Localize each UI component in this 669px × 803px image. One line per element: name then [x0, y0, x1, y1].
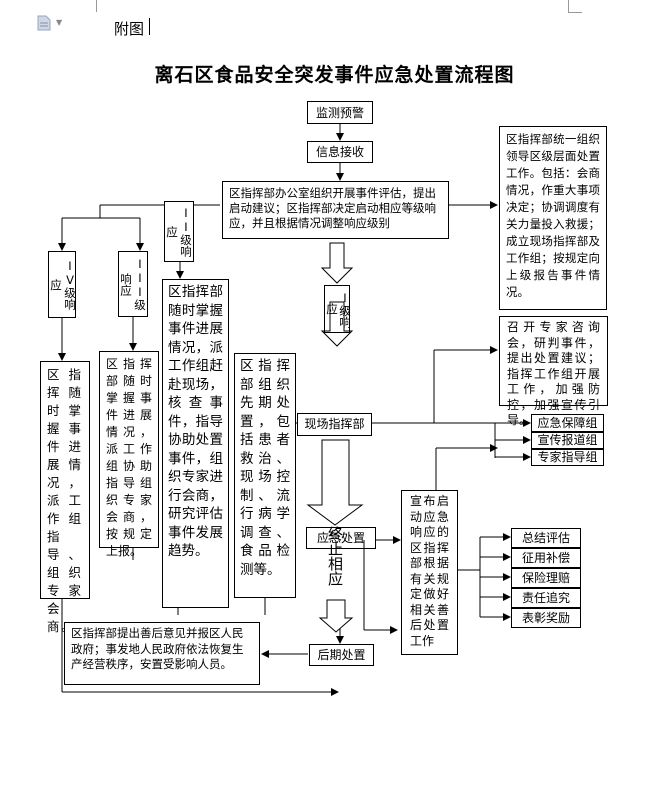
node-level4-desc: 区指挥随时掌握事件进展情况，派工作组指导、组织专家会商。: [40, 361, 90, 634]
aftermath-commendation: 表彰奖励: [511, 608, 581, 628]
text-cursor: [149, 18, 150, 35]
node-announce: 宣布启动应急响应的区指挥部根据有关规定做好相关善后处置工作: [401, 490, 458, 655]
margin-corner-left: [96, 0, 97, 12]
node-level3: III级响应: [118, 251, 148, 317]
margin-corner-right-h: [568, 12, 582, 13]
document-icon[interactable]: [37, 15, 51, 31]
aftermath-summary: 总结评估: [511, 528, 581, 548]
node-level2: II级响应: [164, 201, 194, 262]
aftermath-accountability: 责任追究: [511, 588, 581, 608]
node-level4: IV级响应: [48, 251, 77, 318]
aftermath-insurance: 保险理赔: [511, 568, 581, 588]
node-field-hq: 现场指挥部: [297, 413, 372, 436]
node-emergency-handling: 应急处置: [306, 527, 376, 549]
appendix-label: 附图: [114, 20, 145, 38]
node-office-evaluation: 区指挥部办公室组织开展事件评估，提出启动建议；区指挥部决定启动相应等级响应，并且…: [222, 181, 449, 239]
group-publicity: 宣传报道组: [531, 432, 604, 449]
node-level1-desc: 区指挥部组织先期处置，包括患者救治、现场控制、流行病学调查、食品检测等。: [234, 353, 296, 598]
node-expert-consult: 召开专家咨询会，研判事件，提出处置建议；指挥工作组开展工作，加强防控，加强宣传引…: [499, 316, 608, 427]
node-unified-command: 区指挥部统一组织领导区级层面处置工作。包括：会商情况，作重大事项决定；协调调度有…: [499, 126, 607, 310]
node-info: 信息接收: [307, 141, 373, 163]
aftermath-compensation: 征用补偿: [511, 548, 581, 568]
node-terminate: 终止相应: [326, 526, 344, 586]
page-title: 离石区食品安全突发事件应急处置流程图: [154, 64, 515, 86]
node-level3-desc: 区指挥部随时掌握事件进展情况，派工作组协助指导组织专家会商，按规定上报。: [99, 351, 159, 558]
group-expert-guidance: 专家指导组: [531, 449, 604, 466]
node-later-handling: 后期处置: [309, 644, 374, 666]
node-restore-order: 区指挥部提出善后意见并报区人民政府；事发地人民政府依法恢复生产经营秩序，安置受影…: [64, 622, 260, 685]
node-level2-desc: 区指挥部随时掌握事件进展情况，派工作组赶赴现场，核查事件，指导协助处置事件，组织…: [162, 279, 229, 608]
margin-corner-right: [568, 0, 569, 12]
node-monitor: 监测预警: [307, 101, 373, 124]
node-level1: I级响应: [324, 285, 352, 333]
group-emergency-support: 应急保障组: [531, 414, 604, 432]
chevron-down-icon[interactable]: ▼: [56, 18, 63, 27]
